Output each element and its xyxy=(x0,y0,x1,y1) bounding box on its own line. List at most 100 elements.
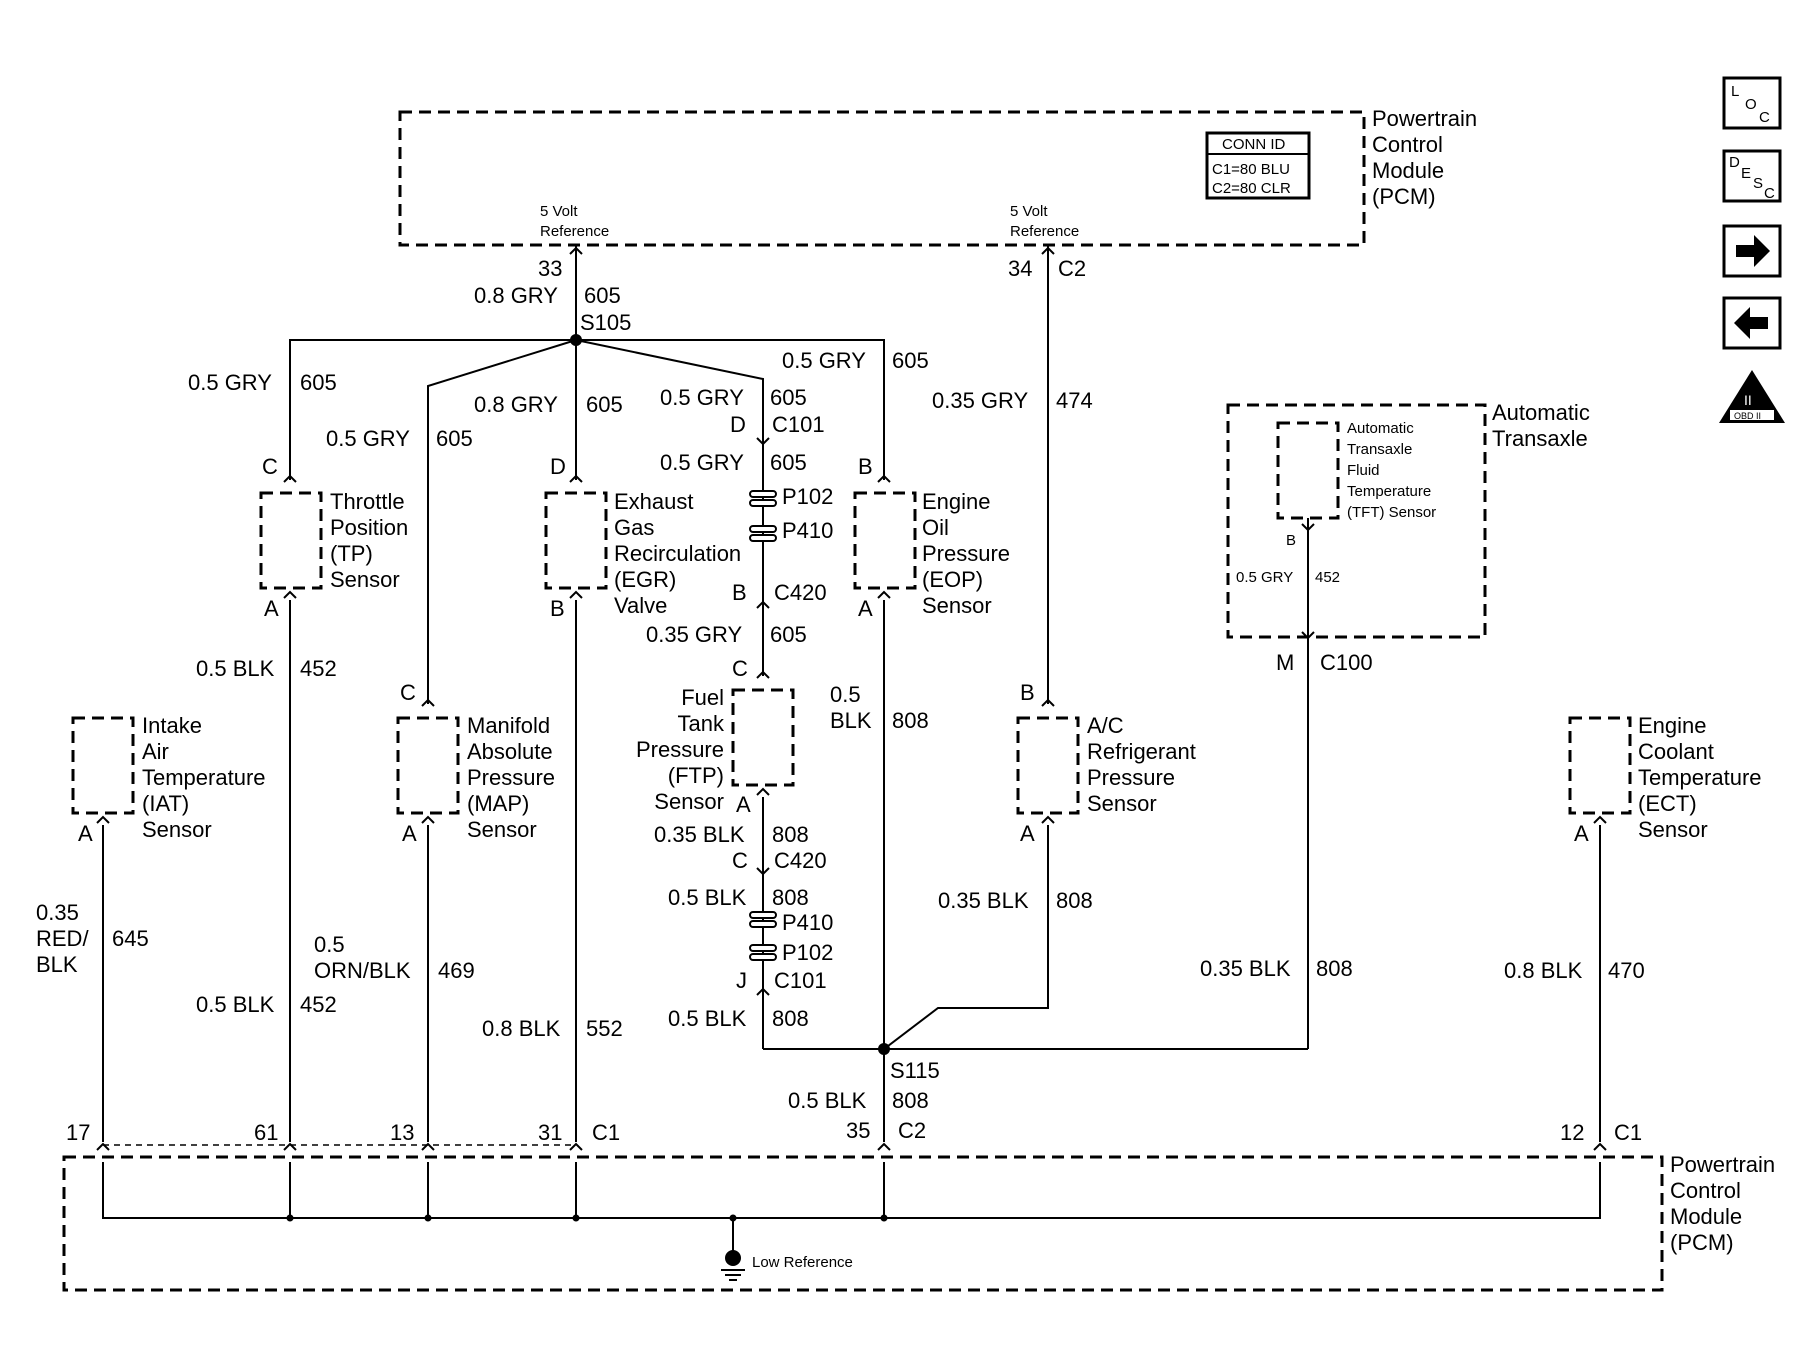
svg-text:B: B xyxy=(732,580,747,605)
svg-text:Automatic: Automatic xyxy=(1347,420,1414,437)
svg-text:0.5 GRY: 0.5 GRY xyxy=(660,385,744,410)
loc-icon[interactable]: L O C xyxy=(1722,76,1782,130)
svg-text:0.8 GRY: 0.8 GRY xyxy=(474,392,558,417)
svg-text:A: A xyxy=(736,792,751,817)
svg-text:Pressure: Pressure xyxy=(922,541,1010,566)
svg-text:(MAP): (MAP) xyxy=(467,791,529,816)
svg-text:BLK: BLK xyxy=(830,708,872,733)
splice-s105 xyxy=(570,334,582,346)
svg-text:Automatic: Automatic xyxy=(1492,400,1590,425)
svg-text:0.5 GRY: 0.5 GRY xyxy=(1236,569,1293,586)
conn-id-box: CONN ID C1=80 BLU C2=80 CLR xyxy=(1205,131,1311,200)
svg-text:Pressure: Pressure xyxy=(636,737,724,762)
svg-text:0.8 BLK: 0.8 BLK xyxy=(482,1016,561,1041)
svg-text:Reference: Reference xyxy=(1010,223,1079,240)
svg-text:(TFT) Sensor: (TFT) Sensor xyxy=(1347,504,1436,521)
svg-text:C100: C100 xyxy=(1320,650,1373,675)
svg-text:Air: Air xyxy=(142,739,169,764)
svg-text:OBD II: OBD II xyxy=(1734,411,1761,421)
svg-text:S115: S115 xyxy=(890,1058,940,1083)
svg-text:(PCM): (PCM) xyxy=(1372,184,1436,209)
svg-text:474: 474 xyxy=(1056,388,1093,413)
svg-text:0.35 BLK: 0.35 BLK xyxy=(654,822,745,847)
svg-text:P410: P410 xyxy=(782,518,833,543)
svg-text:Intake: Intake xyxy=(142,713,202,738)
svg-text:E: E xyxy=(1741,165,1751,182)
svg-text:C: C xyxy=(1759,109,1770,126)
svg-text:(ECT): (ECT) xyxy=(1638,791,1697,816)
svg-text:5 Volt: 5 Volt xyxy=(1010,203,1048,220)
svg-text:0.5 BLK: 0.5 BLK xyxy=(788,1088,867,1113)
svg-text:808: 808 xyxy=(772,822,809,847)
svg-text:C1=80 BLU: C1=80 BLU xyxy=(1212,161,1290,178)
svg-text:L: L xyxy=(1731,83,1739,100)
inline-connectors xyxy=(749,490,777,961)
svg-text:0.5: 0.5 xyxy=(830,682,861,707)
ect-sensor-label: Engine Coolant Temperature (ECT) Sensor xyxy=(1638,713,1762,842)
svg-text:Engine: Engine xyxy=(1638,713,1707,738)
svg-text:Temperature: Temperature xyxy=(142,765,266,790)
svg-text:D: D xyxy=(730,412,746,437)
tp-sensor xyxy=(259,491,323,590)
svg-text:C: C xyxy=(400,680,416,705)
pcm-bottom-module: Powertrain Control Module (PCM) Low Refe… xyxy=(62,1152,1775,1292)
svg-text:S: S xyxy=(1753,175,1763,192)
svg-text:P102: P102 xyxy=(782,484,833,509)
iat-sensor-label: Intake Air Temperature (IAT) Sensor xyxy=(142,713,266,842)
svg-text:Powertrain: Powertrain xyxy=(1372,106,1477,131)
automatic-transaxle: Automatic Transaxle Automatic Transaxle … xyxy=(1226,400,1590,639)
map-sensor xyxy=(396,716,460,815)
svg-text:0.35 GRY: 0.35 GRY xyxy=(646,622,743,647)
pcm-top-module: Powertrain Control Module (PCM) CONN ID … xyxy=(398,106,1477,247)
svg-text:0.5 BLK: 0.5 BLK xyxy=(668,1006,747,1031)
svg-text:605: 605 xyxy=(770,385,807,410)
pcm-top-name: Powertrain Control Module (PCM) xyxy=(1372,106,1477,209)
svg-text:Tank: Tank xyxy=(678,711,725,736)
map-sensor-label: Manifold Absolute Pressure (MAP) Sensor xyxy=(467,713,555,842)
svg-text:13: 13 xyxy=(390,1120,414,1145)
splice-s115 xyxy=(878,1043,890,1055)
svg-text:C: C xyxy=(1764,185,1775,202)
svg-text:Position: Position xyxy=(330,515,408,540)
obd-ii-icon[interactable]: OBD II II xyxy=(1719,370,1785,423)
svg-text:Gas: Gas xyxy=(614,515,654,540)
svg-text:452: 452 xyxy=(300,656,337,681)
svg-text:Sensor: Sensor xyxy=(142,817,212,842)
svg-text:0.8 BLK: 0.8 BLK xyxy=(1504,958,1583,983)
svg-text:Recirculation: Recirculation xyxy=(614,541,741,566)
svg-text:C1: C1 xyxy=(592,1120,620,1145)
iat-sensor xyxy=(71,716,135,815)
svg-text:II: II xyxy=(1744,392,1752,408)
svg-text:0.5 GRY: 0.5 GRY xyxy=(782,348,866,373)
svg-text:Temperature: Temperature xyxy=(1347,483,1431,500)
svg-text:Temperature: Temperature xyxy=(1638,765,1762,790)
desc-icon[interactable]: D E S C xyxy=(1722,149,1782,203)
svg-text:Sensor: Sensor xyxy=(1638,817,1708,842)
svg-text:D: D xyxy=(550,454,566,479)
svg-text:Low Reference: Low Reference xyxy=(752,1254,853,1271)
svg-text:Pressure: Pressure xyxy=(467,765,555,790)
egr-valve-label: Exhaust Gas Recirculation (EGR) Valve xyxy=(614,489,741,618)
svg-text:Reference: Reference xyxy=(540,223,609,240)
svg-text:A: A xyxy=(78,821,93,846)
svg-text:0.5: 0.5 xyxy=(314,932,345,957)
svg-text:Sensor: Sensor xyxy=(654,789,724,814)
arrow-right-icon[interactable] xyxy=(1722,224,1782,278)
svg-text:Oil: Oil xyxy=(922,515,949,540)
wire-labels: 33 0.8 GRY 605 S105 34 C2 0.5 GRY 605 0.… xyxy=(36,256,1645,1145)
svg-text:Exhaust: Exhaust xyxy=(614,489,694,514)
svg-text:452: 452 xyxy=(300,992,337,1017)
svg-text:470: 470 xyxy=(1608,958,1645,983)
arrow-left-icon[interactable] xyxy=(1722,296,1782,350)
svg-text:B: B xyxy=(1286,532,1296,549)
svg-text:808: 808 xyxy=(1056,888,1093,913)
svg-text:808: 808 xyxy=(772,1006,809,1031)
svg-text:Sensor: Sensor xyxy=(1087,791,1157,816)
svg-text:605: 605 xyxy=(586,392,623,417)
svg-text:Throttle: Throttle xyxy=(330,489,405,514)
svg-text:Valve: Valve xyxy=(614,593,667,618)
svg-text:0.5 GRY: 0.5 GRY xyxy=(660,450,744,475)
svg-text:605: 605 xyxy=(770,622,807,647)
svg-text:0.5 GRY: 0.5 GRY xyxy=(326,426,410,451)
svg-text:A: A xyxy=(1574,821,1589,846)
